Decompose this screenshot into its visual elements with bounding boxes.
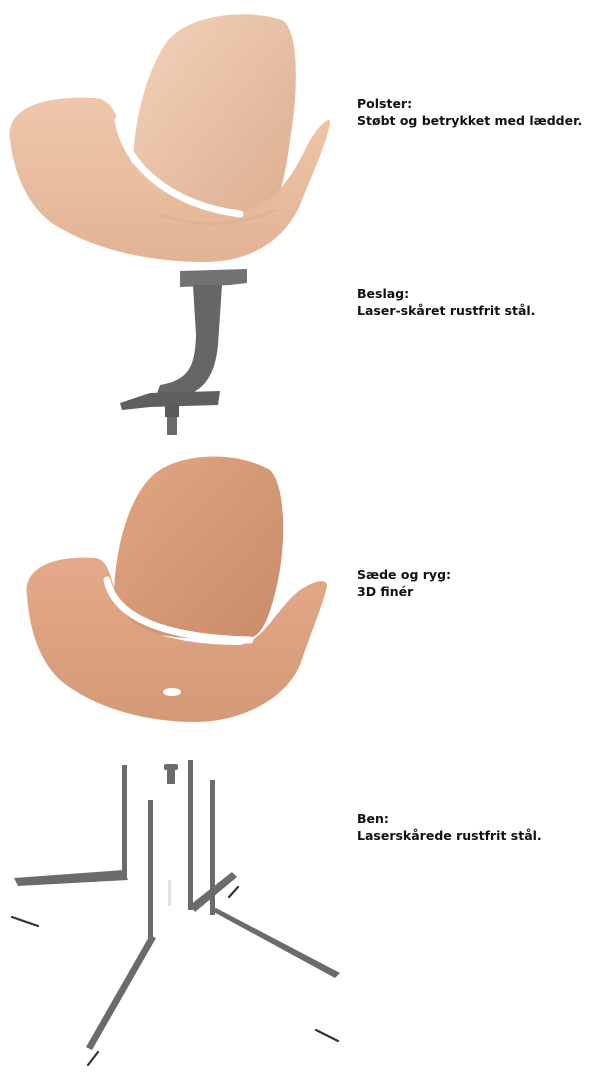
veneer-seat-shell-illustration (15, 440, 340, 730)
bracket-label: Beslag: Laser-skåret rustfrit stål. (357, 285, 535, 319)
bracket-description: Laser-skåret rustfrit stål. (357, 302, 535, 319)
seat-label: Sæde og ryg: 3D finér (357, 566, 451, 600)
legs-description: Laserskårede rustfrit stål. (357, 827, 542, 844)
legs-title: Ben: (357, 810, 542, 827)
seat-title: Sæde og ryg: (357, 566, 451, 583)
steel-legs-illustration (0, 750, 350, 1075)
upholstery-label: Polster: Støbt og betrykket med lædder. (357, 95, 582, 129)
bracket-title: Beslag: (357, 285, 535, 302)
upholstery-description: Støbt og betrykket med lædder. (357, 112, 582, 129)
seat-description: 3D finér (357, 583, 451, 600)
steel-bracket-illustration (110, 265, 260, 440)
legs-label: Ben: Laserskårede rustfrit stål. (357, 810, 542, 844)
upholstery-shell-illustration (0, 0, 340, 270)
upholstery-title: Polster: (357, 95, 582, 112)
